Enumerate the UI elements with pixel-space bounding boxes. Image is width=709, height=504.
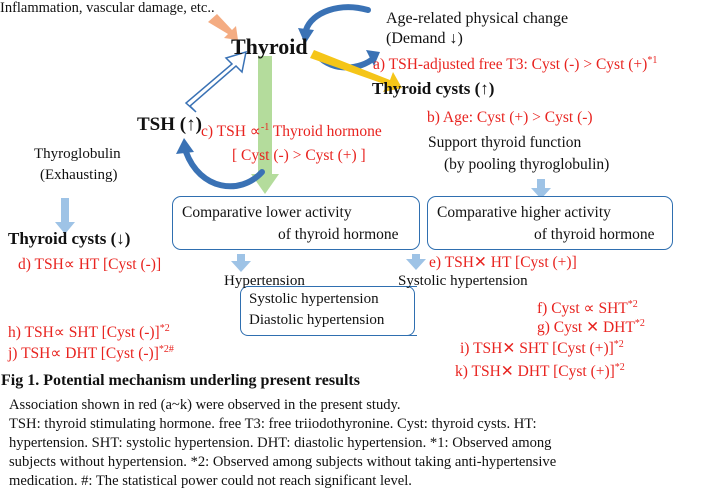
- finding-j: j) TSH∝ DHT [Cyst (-)]*2#: [8, 345, 174, 362]
- yellow-arrow: [310, 50, 402, 92]
- finding-f-text: f) Cyst ∝ SHT: [537, 300, 628, 318]
- finding-g-text: g) Cyst ✕ DHT: [537, 319, 635, 337]
- finding-a-sup: *1: [647, 55, 658, 66]
- inflammation-label: Inflammation, vascular damage, etc..: [0, 0, 215, 16]
- hollow-arrow-tsh-to-thyroid: [184, 50, 247, 113]
- finding-k-text: k) TSH✕ DHT [Cyst (+)]: [455, 363, 615, 381]
- caption-line-3: hypertension. SHT: systolic hypertension…: [9, 435, 552, 451]
- orange-arrow: [208, 14, 238, 40]
- finding-b: b) Age: Cyst (+) > Cyst (-): [427, 109, 593, 126]
- age-change-label: Age-related physical change: [386, 10, 569, 27]
- finding-g-sup: *2: [634, 318, 645, 329]
- hypertension-bracket-right: [404, 286, 415, 336]
- exhausting-label: (Exhausting): [40, 167, 118, 183]
- finding-j-text: j) TSH∝ DHT [Cyst (-)]: [8, 345, 159, 363]
- finding-c-line2: [ Cyst (-) > Cyst (+) ]: [232, 147, 366, 164]
- finding-i-text: i) TSH✕ SHT [Cyst (+)]: [460, 340, 614, 358]
- feedback-curve-arrow: [176, 138, 265, 190]
- support-label: Support thyroid function: [428, 134, 582, 151]
- higher-to-systolic-arrow: [406, 254, 426, 270]
- finding-e: e) TSH✕ HT [Cyst (+)]: [429, 254, 577, 271]
- finding-a-text: a) TSH-adjusted free T3: Cyst (-) > Cyst…: [373, 56, 648, 74]
- thyroglobulin-label: Thyroglobulin: [34, 146, 121, 162]
- finding-f-sup: *2: [627, 299, 638, 310]
- figure-caption-body: Association shown in red (a~k) were obse…: [9, 396, 699, 491]
- finding-c-line1: c) TSH ∝-1 Thyroid hormone: [201, 123, 382, 140]
- support-arrow: [531, 179, 551, 199]
- higher-box-line2: of thyroid hormone: [534, 226, 655, 243]
- caption-line-2: TSH: thyroid stimulating hormone. free T…: [9, 416, 537, 432]
- finding-g: g) Cyst ✕ DHT*2: [537, 319, 645, 336]
- lower-to-hypertension-arrow: [231, 254, 251, 272]
- finding-h-sup: *2: [159, 323, 170, 334]
- caption-line-4: subjects without hypertension. *2: Obser…: [9, 454, 557, 470]
- finding-k-sup: *2: [614, 362, 625, 373]
- age-demand-label: (Demand ↓): [386, 30, 463, 47]
- age-cycle-arrowhead-left: [298, 28, 314, 44]
- lower-activity-box: [172, 196, 420, 250]
- figure-caption-title: Fig 1. Potential mechanism underling pre…: [1, 372, 360, 389]
- systolic-hypertension-right-label: Systolic hypertension: [398, 273, 528, 289]
- finding-i-sup: *2: [613, 339, 624, 350]
- caption-line-1: Association shown in red (a~k) were obse…: [9, 397, 401, 413]
- finding-j-sup: *2#: [158, 344, 174, 355]
- lower-box-line2: of thyroid hormone: [278, 226, 399, 243]
- hypertension-bracket: [240, 286, 417, 336]
- finding-c-post: Thyroid hormone: [272, 123, 382, 141]
- higher-box-line1: Comparative higher activity: [437, 204, 611, 221]
- lower-box-line1: Comparative lower activity: [182, 204, 352, 221]
- finding-f: f) Cyst ∝ SHT*2: [537, 300, 638, 317]
- finding-h-text: h) TSH∝ SHT [Cyst (-)]: [8, 324, 160, 342]
- systolic-hypertension-label: Systolic hypertension: [249, 291, 379, 307]
- thyroglobulin-arrow: [55, 198, 75, 234]
- tsh-up-label: TSH (↑): [137, 114, 202, 135]
- finding-i: i) TSH✕ SHT [Cyst (+)]*2: [460, 340, 624, 357]
- thyroid-label: Thyroid: [231, 34, 308, 59]
- finding-d: d) TSH∝ HT [Cyst (-)]: [18, 256, 162, 273]
- higher-activity-box: [427, 196, 673, 250]
- caption-line-5: medication. #: The statistical power cou…: [9, 473, 412, 489]
- finding-k: k) TSH✕ DHT [Cyst (+)]*2: [455, 363, 625, 380]
- finding-a: a) TSH-adjusted free T3: Cyst (-) > Cyst…: [373, 56, 657, 73]
- diastolic-hypertension-label: Diastolic hypertension: [249, 312, 385, 328]
- thyroid-cysts-down-label: Thyroid cysts (↓): [8, 229, 131, 248]
- hypertension-label: Hypertension: [224, 273, 305, 289]
- finding-c-sup: -1: [260, 122, 270, 133]
- finding-c-pre: c) TSH ∝: [201, 123, 261, 141]
- pooling-label: (by pooling thyroglobulin): [444, 156, 610, 173]
- thyroid-cysts-up-label: Thyroid cysts (↑): [372, 79, 495, 98]
- age-cycle-arrowhead-right: [366, 50, 380, 66]
- finding-h: h) TSH∝ SHT [Cyst (-)]*2: [8, 324, 170, 341]
